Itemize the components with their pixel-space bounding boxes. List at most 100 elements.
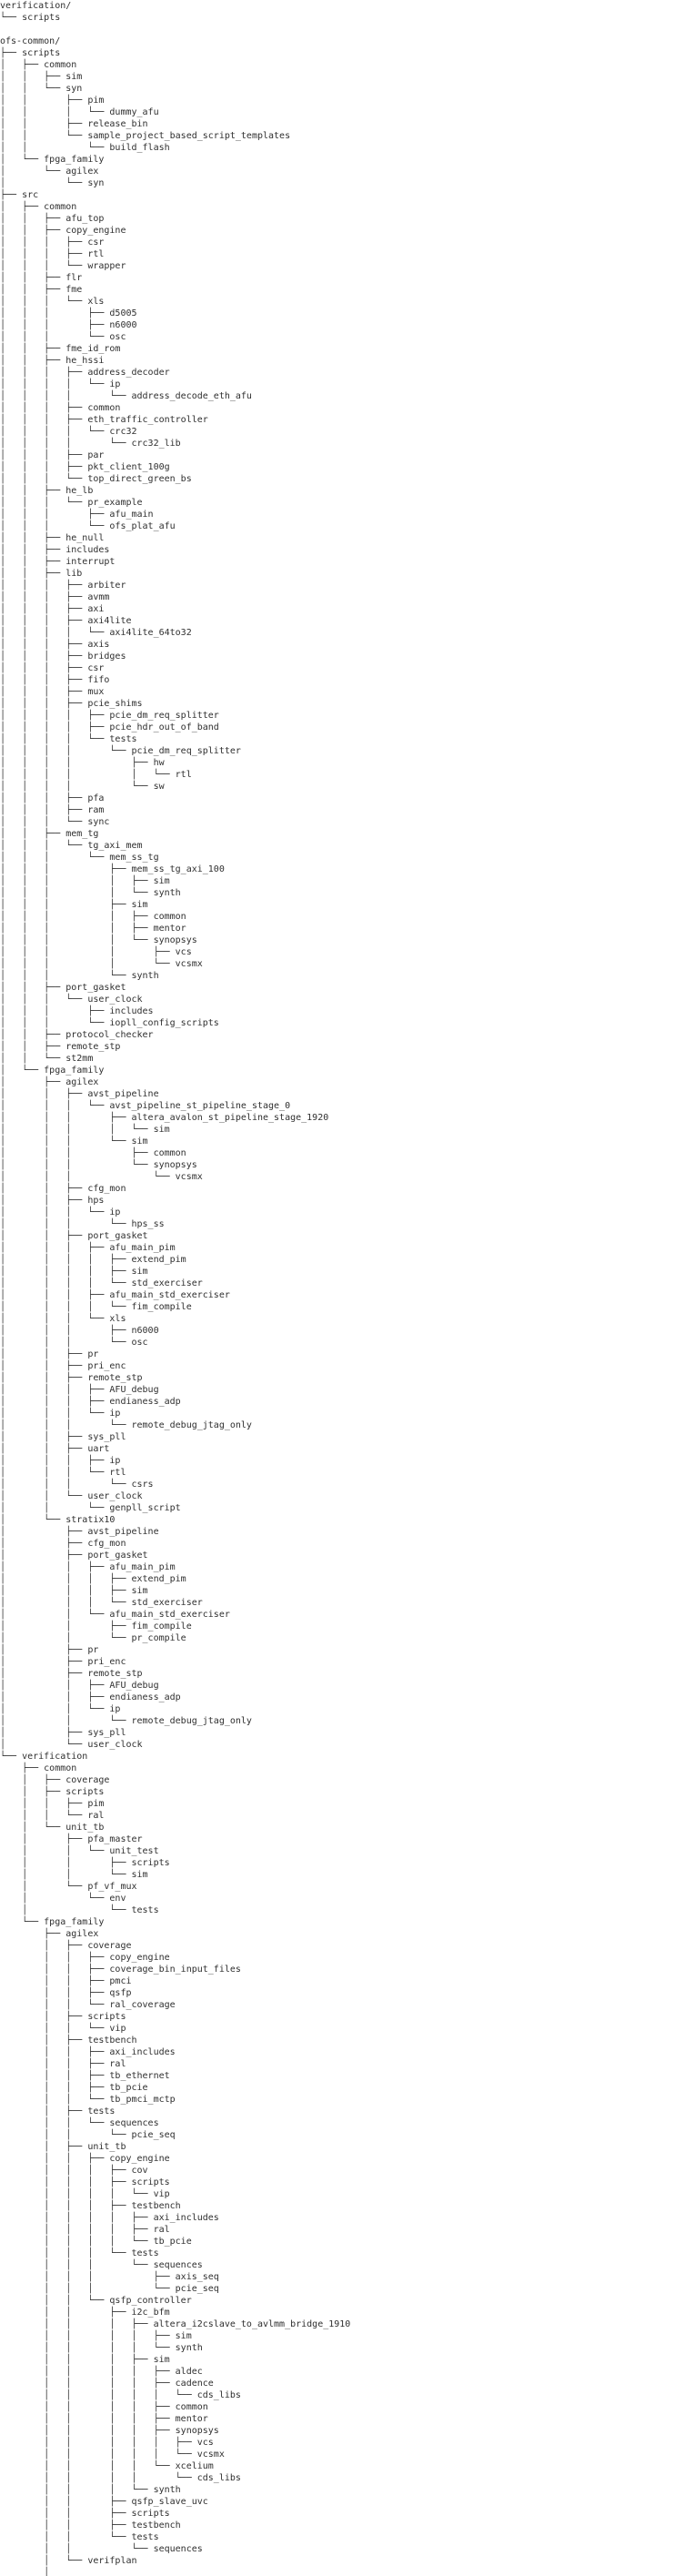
tree-entry: │ │ │ ├── n6000 (0, 1326, 159, 1336)
tree-entry: │ │ │ │ ├── sim (0, 2331, 192, 2341)
tree-entry: │ │ │ ├── sim (0, 900, 148, 910)
tree-entry: │ │ │ │ └── axi4lite_64to32 (0, 628, 192, 638)
tree-entry: │ └── agilex (0, 167, 99, 177)
tree-entry: │ │ └── genpll_script (0, 1503, 181, 1513)
tree-entry: ├── scripts (0, 48, 61, 58)
tree-entry: │ │ │ └── pcie_seq (0, 2284, 219, 2294)
tree-entry: │ │ │ ├── par (0, 450, 105, 460)
tree-entry: │ │ │ │ └── std_exerciser (0, 1278, 203, 1288)
tree-entry: └── scripts (0, 13, 61, 23)
tree-entry: │ │ │ └── xls (0, 1314, 126, 1324)
tree-entry: │ │ │ │ ├── vcs (0, 947, 192, 957)
tree-entry: │ ├── avst_pipeline (0, 1527, 159, 1537)
tree-entry: │ │ │ ├── bridges (0, 652, 126, 662)
tree-entry: │ │ │ ├── arbiter (0, 581, 126, 591)
tree-entry: │ │ │ └── sync (0, 817, 110, 827)
tree-entry: │ │ ├── AFU_debug (0, 1681, 159, 1691)
tree-entry: │ │ ├── release_bin (0, 119, 148, 129)
tree-entry: │ │ │ ├── n6000 (0, 320, 137, 330)
tree-entry: │ │ ├── pri_enc (0, 1361, 126, 1371)
tree-entry: │ │ │ │ ├── synopsys (0, 2426, 219, 2436)
tree-entry: │ │ ├── tb_pcie (0, 2083, 148, 2093)
tree-entry: │ │ │ └── synopsys (0, 1160, 197, 1170)
tree-entry: │ │ │ │ ├── aldec (0, 2367, 203, 2377)
tree-entry: │ │ │ └── osc (0, 1338, 148, 1348)
tree-entry: │ │ ├── scripts (0, 2509, 170, 2519)
tree-entry: └── verification (0, 1752, 88, 1762)
tree-entry: │ │ ├── pim (0, 1799, 105, 1809)
tree-entry: │ │ │ └── osc (0, 332, 126, 342)
tree-entry: │ │ │ │ ├── sim (0, 1267, 148, 1277)
tree-entry: │ │ └── unit_test (0, 1846, 159, 1856)
tree-entry: │ │ │ └── vcsmx (0, 1172, 203, 1182)
tree-entry: │ │ │ └── synth (0, 2485, 181, 2495)
tree-entry: │ │ ├── sys_pll (0, 1432, 126, 1442)
tree-entry: │ ├── testbench (0, 2036, 137, 2046)
tree-entry: │ │ └── build_flash (0, 143, 170, 153)
tree-entry: │ │ │ │ ├── common (0, 912, 186, 922)
tree-entry: │ │ │ │ └── synopsys (0, 935, 197, 945)
tree-entry: │ │ └── sample_project_based_script_temp… (0, 131, 291, 141)
tree-entry: │ │ │ ├── avmm (0, 592, 110, 602)
tree-entry: │ ├── agilex (0, 1077, 99, 1087)
tree-entry: │ │ ├── pim (0, 96, 105, 106)
tree-entry: │ │ │ ├── eth_traffic_controller (0, 415, 208, 425)
tree-entry: │ │ └── sim (0, 1870, 148, 1880)
tree-entry: │ │ │ ├── address_decoder (0, 368, 170, 378)
tree-entry: │ │ │ └── sim (0, 1136, 148, 1147)
blank-line (0, 24, 674, 35)
tree-entry: │ │ │ │ │ └── cds_libs (0, 2390, 241, 2400)
tree-entry: │ │ ├── qsfp_slave_uvc (0, 2497, 208, 2507)
tree-entry: │ │ └── qsfp_controller (0, 2296, 192, 2306)
tree-entry: │ │ ├── remote_stp (0, 1373, 143, 1383)
tree-entry: │ │ ├── he_hssi (0, 356, 105, 366)
tree-entry: │ │ │ ├── testbench (0, 2201, 181, 2211)
tree-entry: │ ├── pr (0, 1645, 99, 1655)
tree-entry: │ │ │ │ └── sim (0, 1125, 170, 1135)
tree-entry: │ │ │ └── ip (0, 1207, 121, 1217)
tree-entry: │ │ │ │ └── vip (0, 2189, 170, 2199)
tree-entry: │ │ │ │ ├── hw (0, 758, 165, 768)
tree-entry: │ │ │ ├── axis_seq (0, 2272, 219, 2282)
tree-entry: │ │ │ ├── sim (0, 1586, 148, 1596)
tree-entry: │ │ ├── uart (0, 1444, 110, 1454)
tree-entry: │ │ └── syn (0, 84, 83, 94)
tree-entry: │ ├── cfg_mon (0, 1539, 126, 1549)
tree-entry: │ │ │ │ └── vcsmx (0, 959, 203, 969)
tree-entry: │ │ ├── scripts (0, 1858, 170, 1868)
tree-entry: │ │ │ ├── common (0, 403, 121, 413)
tree-root: ofs-common/ (0, 36, 61, 46)
tree-entry: │ │ │ ├── altera_i2cslave_to_avlmm_bridg… (0, 2319, 351, 2329)
tree-entry: │ │ ├── remote_stp (0, 1042, 121, 1052)
tree-entry: │ │ │ ├── endianess_adp (0, 1397, 181, 1407)
tree-entry: │ ├── pri_enc (0, 1657, 126, 1667)
tree-entry: │ │ │ └── rtl (0, 1468, 126, 1478)
tree-entry: │ │ │ │ └── crc32_lib (0, 439, 181, 449)
tree-entry: │ │ │ └── tests (0, 2248, 159, 2258)
tree-entry: │ │ │ │ ├── mentor (0, 2414, 208, 2424)
tree-entry: │ │ │ │ └── tests (0, 734, 137, 744)
tree-entry: │ │ │ └── hps_ss (0, 1219, 165, 1229)
tree-entry: │ │ ├── i2c_bfm (0, 2308, 170, 2318)
tree-entry: │ ├── scripts (0, 2012, 126, 2022)
tree-entry: │ ├── pfa_master (0, 1834, 143, 1844)
tree-entry: │ │ │ └── avst_pipeline_st_pipeline_stag… (0, 1101, 291, 1111)
tree-entry: │ │ │ │ ├── ral (0, 2225, 170, 2235)
tree-entry: │ │ │ ├── afu_main_std_exerciser (0, 1290, 230, 1300)
tree-entry: │ │ │ ├── d5005 (0, 308, 137, 318)
tree-entry: │ │ │ │ └── tb_pcie (0, 2237, 192, 2247)
tree-entry: │ │ │ │ └── synth (0, 2343, 203, 2353)
tree-entry: │ │ │ │ ├── mentor (0, 924, 186, 934)
tree-entry: │ │ │ │ └── crc32 (0, 427, 137, 437)
tree-entry: │ │ │ ├── fifo (0, 675, 110, 685)
tree-entry: │ │ └── sequences (0, 2118, 159, 2128)
tree-entry: │ │ ├── axi_includes (0, 2047, 176, 2057)
tree-entry: │ │ │ ├── csr (0, 237, 105, 247)
tree-entry: │ │ ├── avst_pipeline (0, 1089, 159, 1099)
tree-root: verification/ (0, 1, 72, 11)
tree-entry: │ │ │ ├── axi4lite (0, 616, 132, 626)
tree-entry: │ │ ├── testbench (0, 2520, 181, 2531)
tree-entry: │ │ └── afu_main_std_exerciser (0, 1610, 230, 1620)
tree-entry: │ └── env (0, 1894, 126, 1904)
